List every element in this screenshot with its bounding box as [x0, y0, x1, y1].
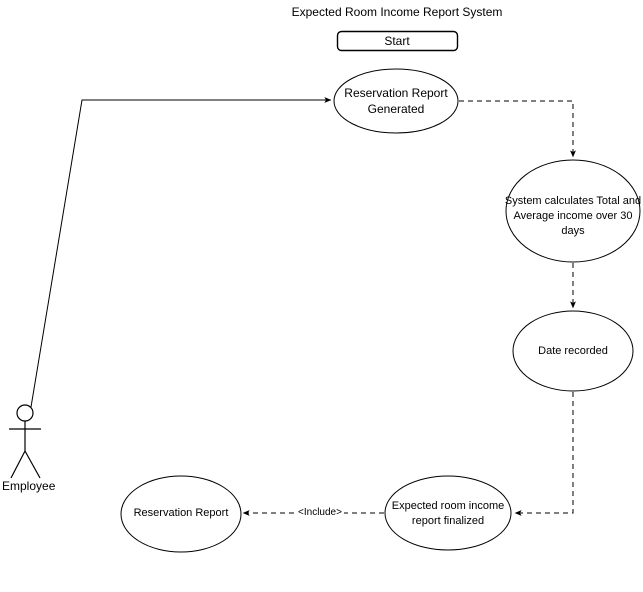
use-case-date-recorded[interactable]: Date recorded	[512, 310, 634, 392]
use-case-ellipse	[120, 475, 242, 553]
use-case-reservation-report-generated[interactable]: Reservation Report Generated	[333, 68, 459, 134]
use-case-ellipse	[512, 310, 634, 392]
use-case-label-line-1: Reservation Report	[344, 86, 448, 100]
start-node-box[interactable]	[336, 30, 459, 52]
use-case-label-line-3: days	[561, 225, 585, 237]
use-case-label-line-1: System calculates Total and	[505, 195, 641, 207]
actor-employee[interactable]	[9, 404, 41, 479]
use-case-label-line-2: Generated	[368, 102, 425, 116]
use-case-label-line-1: Date recorded	[538, 345, 608, 357]
actor-label: Employee	[2, 479, 56, 493]
use-case-reservation-report[interactable]: Reservation Report	[120, 475, 242, 553]
page-title: Expected Room Income Report System	[292, 5, 503, 19]
use-case-expected-room-income-report-finalized[interactable]: Expected room income report finalized	[384, 475, 512, 551]
actor-head-icon	[16, 404, 34, 422]
use-case-ellipse	[333, 68, 459, 134]
use-case-label-line-1: Reservation Report	[134, 507, 229, 519]
actor-right-leg-icon	[24, 450, 41, 479]
use-case-label-line-2: report finalized	[412, 515, 484, 527]
use-case-ellipse	[505, 159, 641, 263]
include-label-backdrop	[296, 505, 344, 519]
use-case-system-calculates[interactable]: System calculates Total and Average inco…	[505, 159, 641, 263]
use-case-label-line-1: Expected room income	[392, 500, 505, 512]
use-case-ellipse	[384, 475, 512, 551]
edge-generated-to-system-calculates	[459, 100, 576, 158]
use-case-label-line-2: Average income over 30	[513, 210, 632, 222]
actor-left-leg-icon	[10, 450, 26, 479]
start-node-label: Start	[384, 34, 410, 48]
edge-date-recorded-to-finalized	[514, 392, 574, 516]
edge-actor-to-reservation-report-generated	[30, 97, 332, 408]
edge-label-include: <Include>	[298, 507, 342, 518]
